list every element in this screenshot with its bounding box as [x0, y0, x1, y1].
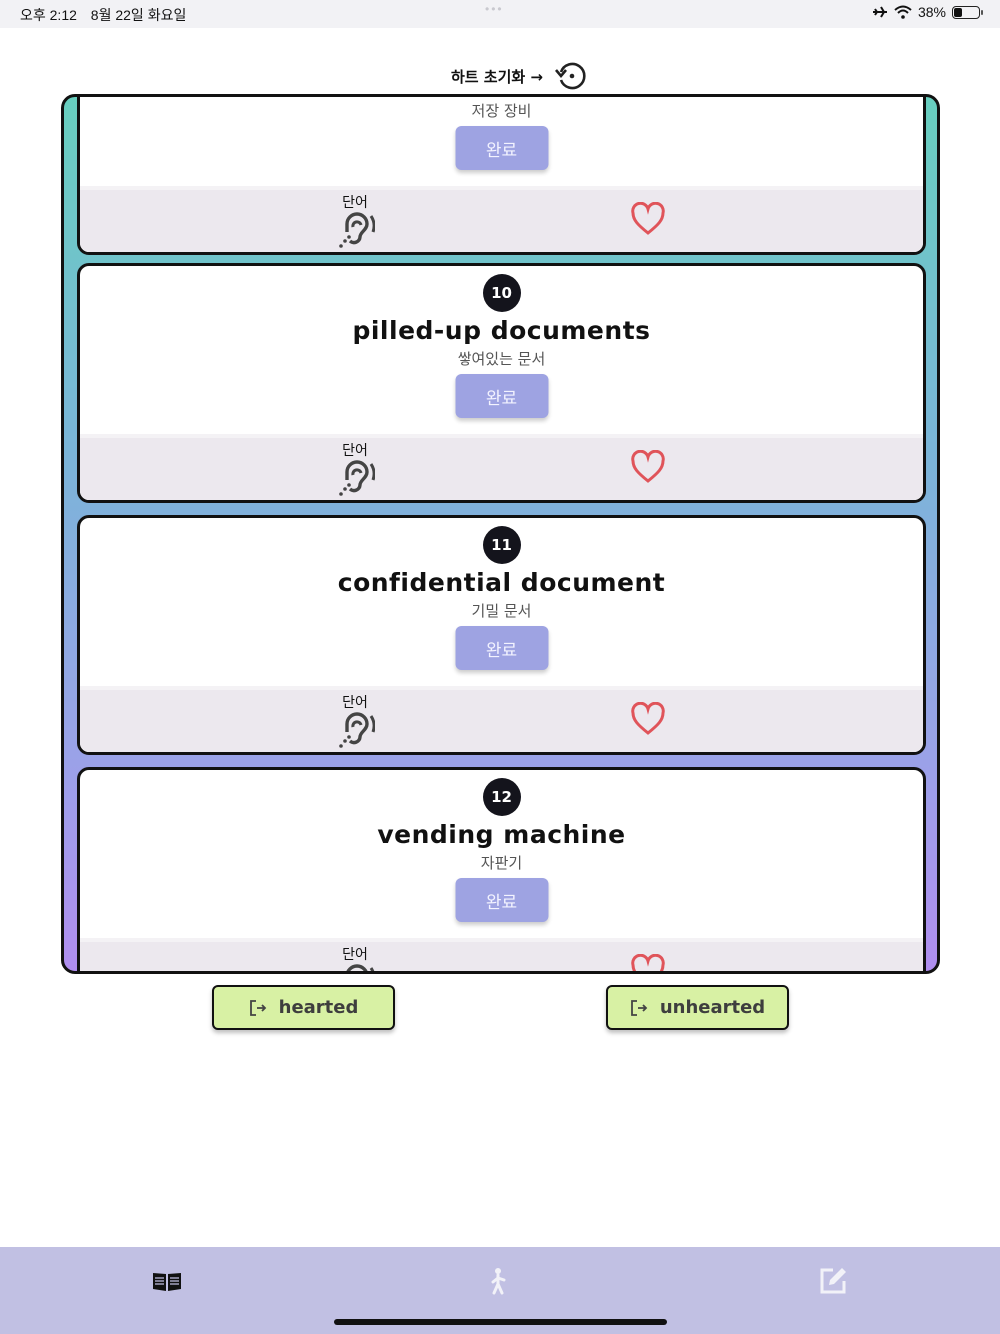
tab-words[interactable]	[147, 1263, 187, 1299]
unhearted-button[interactable]: unhearted	[606, 985, 789, 1030]
walking-person-icon	[491, 1268, 506, 1295]
word-text: confidential document	[337, 568, 666, 597]
battery-fill	[954, 7, 962, 17]
card-actions: 단어	[80, 186, 923, 252]
status-indicators: 38%	[872, 4, 983, 20]
word-meaning: 자판기	[480, 854, 523, 872]
status-datetime: 오후 2:12 8월 22일 화요일	[20, 5, 196, 25]
word-list[interactable]: 저장 장비 완료 단어 10 pilled-up documents 쌓여있는 …	[61, 94, 940, 974]
pronounce-button[interactable]: 단어	[330, 692, 380, 750]
heart-icon[interactable]	[630, 954, 666, 974]
heart-icon[interactable]	[630, 202, 666, 236]
done-button[interactable]: 완료	[455, 126, 548, 170]
word-number-badge: 11	[482, 526, 521, 564]
reset-hearts-label: 하트 초기화 →	[450, 67, 543, 86]
battery-icon	[952, 5, 983, 19]
ear-icon	[339, 460, 375, 496]
pronounce-label: 단어	[342, 947, 368, 963]
word-number-badge: 12	[482, 778, 521, 816]
reset-icon[interactable]	[553, 58, 589, 94]
edit-icon	[820, 1268, 846, 1294]
heart-icon[interactable]	[630, 702, 666, 736]
home-indicator	[334, 1319, 667, 1325]
exit-icon	[249, 999, 266, 1016]
book-icon	[153, 1273, 181, 1291]
status-date: 8월 22일 화요일	[90, 7, 187, 23]
word-card: 저장 장비 완료 단어	[77, 97, 926, 255]
pronounce-button[interactable]: 단어	[330, 192, 380, 250]
word-meaning: 쌓여있는 문서	[457, 350, 546, 368]
heart-icon[interactable]	[630, 450, 666, 484]
done-button[interactable]: 완료	[455, 626, 548, 670]
ear-icon	[339, 712, 375, 748]
pronounce-label: 단어	[342, 695, 368, 711]
unhearted-label: unhearted	[659, 997, 766, 1018]
done-button[interactable]: 완료	[455, 878, 548, 922]
done-button[interactable]: 완료	[455, 374, 548, 418]
word-card: 11 confidential document 기밀 문서 완료 단어	[77, 515, 926, 755]
word-meaning: 저장 장비	[471, 102, 532, 120]
word-number-badge: 10	[482, 274, 521, 312]
wifi-icon	[894, 5, 912, 19]
pronounce-button[interactable]: 단어	[330, 944, 380, 971]
ear-icon	[339, 212, 375, 248]
pronounce-label: 단어	[342, 443, 368, 459]
tab-bar	[0, 1247, 1000, 1334]
word-meaning: 기밀 문서	[471, 602, 532, 620]
multitask-dots: •••	[485, 2, 504, 16]
pronounce-button[interactable]: 단어	[330, 440, 380, 498]
pronounce-label: 단어	[342, 195, 368, 211]
exit-icon	[630, 999, 648, 1016]
card-actions: 단어	[80, 686, 923, 752]
word-text: vending machine	[377, 820, 626, 849]
tab-edit[interactable]	[813, 1263, 853, 1299]
card-actions: 단어	[80, 434, 923, 500]
battery-percent: 38%	[917, 4, 946, 20]
word-card: 10 pilled-up documents 쌓여있는 문서 완료 단어	[77, 263, 926, 503]
word-card: 12 vending machine 자판기 완료 단어	[77, 767, 926, 974]
status-bar: 오후 2:12 8월 22일 화요일 ••• 38%	[0, 0, 1000, 28]
reset-hearts-row: 하트 초기화 →	[0, 58, 1000, 94]
status-time: 오후 2:12	[20, 7, 77, 23]
word-text: pilled-up documents	[352, 316, 651, 345]
card-actions: 단어	[80, 938, 923, 974]
ear-icon	[346, 964, 375, 971]
airplane-icon	[872, 6, 887, 18]
tab-activity[interactable]	[480, 1263, 520, 1299]
hearted-label: hearted	[278, 997, 359, 1018]
hearted-button[interactable]: hearted	[212, 985, 395, 1030]
